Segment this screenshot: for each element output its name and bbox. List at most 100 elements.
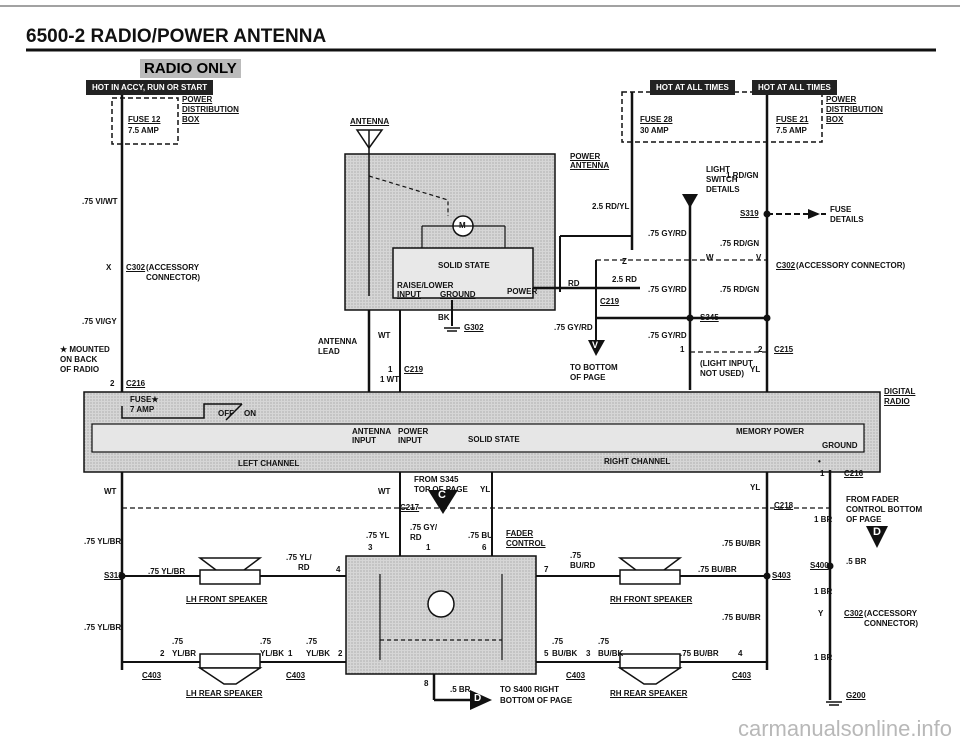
label: LIGHT: [706, 165, 730, 174]
label: C302: [126, 263, 146, 272]
callout-c: C: [438, 489, 446, 501]
label: BU/BK: [552, 649, 578, 658]
label: DIGITAL: [884, 387, 916, 396]
left-fuse-box: [111, 97, 179, 145]
label: NOT USED): [700, 369, 744, 378]
label: BOTTOM OF PAGE: [500, 696, 573, 705]
label: BK: [438, 313, 450, 322]
label: .75 BU/BR: [680, 649, 719, 658]
label: RD: [410, 533, 422, 542]
label: .75 BU/BR: [722, 539, 761, 548]
label: 1 WT: [380, 375, 400, 384]
label: WT: [378, 331, 391, 340]
label: G200: [846, 691, 866, 700]
label: .75 GY/RD: [648, 229, 687, 238]
badge-hot-all-times-1: HOT AT ALL TIMES: [650, 80, 735, 95]
label: 2: [338, 649, 343, 658]
label: .75 GY/RD: [554, 323, 593, 332]
label: MEMORY POWER: [736, 427, 805, 436]
label: .75 YL/BR: [84, 623, 122, 632]
label: YL/BR: [172, 649, 196, 658]
label: LEFT CHANNEL: [238, 459, 300, 468]
page-subtitle: RADIO ONLY: [140, 59, 241, 78]
label: .75: [260, 637, 272, 646]
label: C403: [286, 671, 306, 680]
label: CONNECTOR): [864, 619, 919, 628]
label: ANTENNA: [570, 161, 610, 170]
label: SWITCH: [706, 175, 738, 184]
label: C216: [126, 379, 146, 388]
label: V: [756, 253, 762, 262]
label: M: [459, 221, 466, 230]
label: 2.5 RD/YL: [592, 202, 630, 211]
label: S319: [740, 209, 759, 218]
rh-rear-speaker-symbol: [617, 653, 683, 685]
label: C218: [774, 501, 794, 510]
badge-hot-accy: HOT IN ACCY, RUN OR START: [86, 80, 214, 95]
label: DISTRIBUTION: [826, 105, 883, 114]
label: OF RADIO: [60, 365, 100, 374]
solid-state-box: [392, 247, 534, 299]
label: POWER: [826, 95, 857, 104]
label: •: [818, 457, 821, 466]
label: YL: [480, 485, 491, 494]
label: .75 YL/: [286, 553, 312, 562]
label: 1: [388, 365, 393, 374]
label: .75 RD/GN: [720, 239, 760, 248]
label: RD: [568, 279, 580, 288]
solid-state-strip: [91, 423, 865, 453]
label: 1 BR: [814, 515, 833, 524]
label: C215: [774, 345, 794, 354]
label: YL/BK: [260, 649, 284, 658]
label: .75: [570, 551, 582, 560]
label: .75 YL: [366, 531, 390, 540]
label: .75 GY/: [410, 523, 438, 532]
label: 1 RD/GN: [726, 171, 759, 180]
label: (ACCESSORY: [146, 263, 200, 272]
label: 7: [544, 565, 549, 574]
label: S403: [772, 571, 791, 580]
label: FROM FADER: [846, 495, 899, 504]
label: .5 BR: [450, 685, 471, 694]
label: RADIO: [884, 397, 910, 406]
callout-c-marker: [428, 490, 458, 514]
label: S345: [700, 313, 719, 322]
label: .75 GY/RD: [648, 331, 687, 340]
label: 1: [426, 543, 431, 552]
label: .5 BR: [846, 557, 867, 566]
label: C403: [732, 671, 752, 680]
label: C403: [566, 671, 586, 680]
label: RH FRONT SPEAKER: [610, 595, 693, 604]
label: 7.5 AMP: [776, 126, 807, 135]
label: FUSE★: [130, 395, 159, 404]
label: .75: [172, 637, 184, 646]
label: C403: [142, 671, 162, 680]
label: BOX: [826, 115, 844, 124]
label: (LIGHT INPUT: [700, 359, 753, 368]
label: RIGHT CHANNEL: [604, 457, 671, 466]
label: 1: [820, 469, 825, 478]
label: BOX: [182, 115, 200, 124]
label: C302: [844, 609, 864, 618]
label: 4: [738, 649, 743, 658]
label: 30 AMP: [640, 126, 669, 135]
label: G302: [464, 323, 484, 332]
label: FROM S345: [414, 475, 459, 484]
label: POWER: [570, 152, 601, 161]
label: FUSE 21: [776, 115, 809, 124]
label: OFF: [218, 409, 234, 418]
label: C217: [400, 503, 420, 512]
label: 2: [110, 379, 115, 388]
label: .75 YL/BR: [84, 537, 122, 546]
label: .75: [306, 637, 318, 646]
label: SOLID STATE: [438, 261, 490, 270]
label: 7.5 AMP: [128, 126, 159, 135]
label: WT: [378, 487, 391, 496]
label: LH REAR SPEAKER: [186, 689, 263, 698]
label: (ACCESSORY: [864, 609, 918, 618]
callout-d-marker: [866, 526, 888, 548]
label: 4: [336, 565, 341, 574]
label: .75 RD/GN: [720, 285, 760, 294]
